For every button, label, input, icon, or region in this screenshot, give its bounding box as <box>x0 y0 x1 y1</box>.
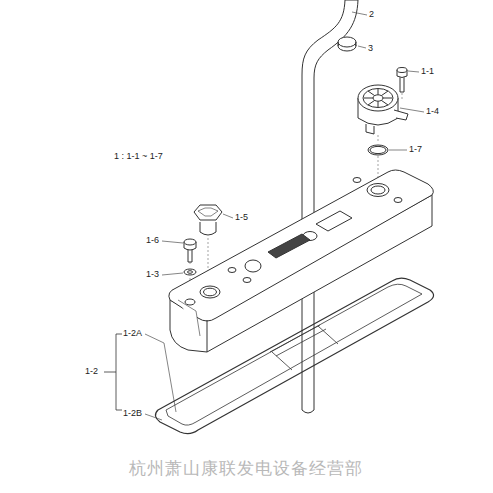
washer <box>184 269 196 275</box>
callout-number: 1-2A <box>123 329 142 338</box>
watermark: 杭州萧山康联发电设备经营部 <box>129 460 363 477</box>
o-ring <box>368 145 388 155</box>
leader-lines <box>145 12 424 420</box>
group-bracket <box>104 334 122 410</box>
filler-cap <box>194 205 222 235</box>
tube-clip <box>338 37 356 51</box>
callout-number: 1-3 <box>146 270 159 279</box>
gasket <box>155 278 433 433</box>
callout-number: 1-4 <box>426 107 439 116</box>
callout-number: 1-6 <box>146 236 159 245</box>
callout-number: 1-2 <box>85 367 98 376</box>
callout-number: 2 <box>369 10 374 19</box>
valve-cover <box>169 170 433 352</box>
group-note: 1 : 1-1 ~ 1-7 <box>114 152 163 161</box>
callout-number: 3 <box>368 44 373 53</box>
breather-bolt <box>397 68 407 93</box>
callout-number: 1-2B <box>123 409 142 418</box>
callout-number: 1-7 <box>409 145 422 154</box>
callout-number: 1-1 <box>421 67 434 76</box>
callout-number: 1-5 <box>235 213 248 222</box>
cover-bolt <box>184 239 196 262</box>
